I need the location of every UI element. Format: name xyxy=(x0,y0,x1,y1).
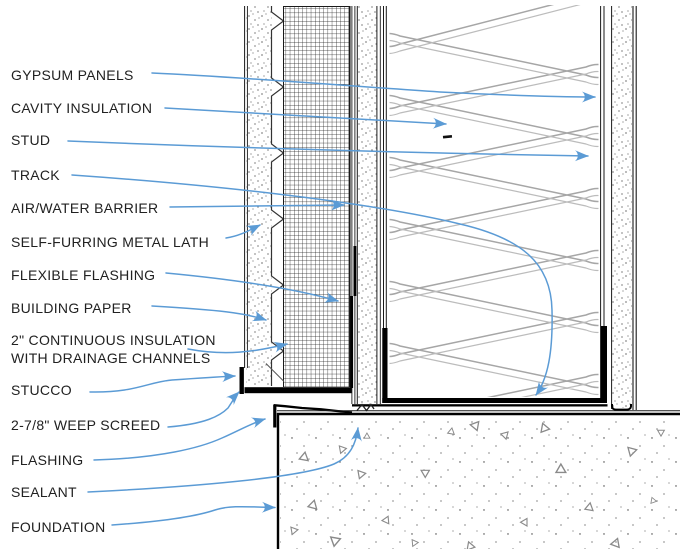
label-foundation: FOUNDATION xyxy=(11,519,106,535)
cavity-insulation-batt xyxy=(389,5,599,397)
label-continuous-insulation: 2" CONTINUOUS INSULATION WITH DRAINAGE C… xyxy=(11,332,216,367)
aggregate-triangle xyxy=(650,496,658,505)
aggregate-triangle xyxy=(499,431,509,441)
leader-stucco xyxy=(89,371,236,393)
leader-foundation xyxy=(111,501,276,526)
label-self-furring-metal-lath: SELF-FURRING METAL LATH xyxy=(11,234,209,250)
aggregate-triangle xyxy=(420,469,431,479)
label-track: TRACK xyxy=(11,167,60,183)
aggregate-triangle xyxy=(554,462,567,474)
leader-continuous-insulation xyxy=(187,341,288,354)
aggregate-triangle xyxy=(583,501,594,512)
aggregate-triangle xyxy=(357,469,367,480)
leader-stud xyxy=(67,140,589,162)
interior-gypsum-panel xyxy=(611,6,637,411)
label-stud: STUD xyxy=(11,132,51,148)
aggregate-triangle xyxy=(446,427,456,435)
metal-lath-zigzag xyxy=(270,6,285,386)
aggregate-triangle xyxy=(363,432,371,439)
leader-lines xyxy=(67,72,596,526)
label-cavity-insulation: CAVITY INSULATION xyxy=(11,100,153,116)
gypsum-edge-bead xyxy=(611,404,632,411)
aggregate-triangle xyxy=(411,538,420,548)
aggregate-triangle xyxy=(519,517,528,527)
label-flashing: FLASHING xyxy=(11,452,84,468)
label-flexible-flashing: FLEXIBLE FLASHING xyxy=(11,267,156,283)
aggregate-symbols xyxy=(290,420,666,549)
aggregate-triangle xyxy=(306,499,318,510)
stucco-layer xyxy=(244,6,272,387)
label-air-water-barrier: AIR/WATER BARRIER xyxy=(11,200,159,216)
label-building-paper: BUILDING PAPER xyxy=(11,300,132,316)
label-sealant: SEALANT xyxy=(11,484,77,500)
leader-self-furring-metal-lath xyxy=(225,224,261,239)
label-stucco: STUCCO xyxy=(11,382,72,398)
wall-assembly xyxy=(239,5,680,549)
leader-flexible-flashing xyxy=(165,272,339,303)
label-gypsum-panels: GYPSUM PANELS xyxy=(11,67,134,83)
aggregate-triangle xyxy=(540,422,551,434)
aggregate-triangle xyxy=(609,537,620,549)
aggregate-triangle xyxy=(380,515,390,525)
label-continuous-insulation-line1: 2" CONTINUOUS INSULATION xyxy=(11,332,216,348)
aggregate-triangle xyxy=(290,526,300,536)
aggregate-triangle xyxy=(329,536,342,548)
aggregate-triangle xyxy=(656,429,666,438)
leader-weep-screed xyxy=(167,391,240,428)
aggregate-triangle xyxy=(627,446,638,458)
aggregate-triangle xyxy=(468,420,480,432)
leader-air-water-barrier xyxy=(169,199,345,211)
label-weep-screed: 2-7/8" WEEP SCREED xyxy=(11,417,161,433)
aggregate-triangle xyxy=(338,445,348,455)
label-continuous-insulation-line2: WITH DRAINAGE CHANNELS xyxy=(11,349,211,366)
weep-screed-piece xyxy=(239,363,352,394)
foundation-concrete xyxy=(276,410,680,549)
leader-cavity-insulation xyxy=(164,107,447,129)
base-flashing xyxy=(273,404,353,428)
leader-sealant xyxy=(87,427,362,493)
aggregate-triangle xyxy=(298,450,310,462)
steel-stud xyxy=(383,6,605,398)
leader-track xyxy=(71,174,553,396)
bottom-track xyxy=(352,326,608,407)
flexible-flashing-strip xyxy=(350,246,357,388)
leader-flashing xyxy=(93,417,266,461)
leader-building-paper xyxy=(151,305,267,322)
stray-dash-mark xyxy=(442,134,453,139)
leader-gypsum-panels xyxy=(151,72,596,103)
